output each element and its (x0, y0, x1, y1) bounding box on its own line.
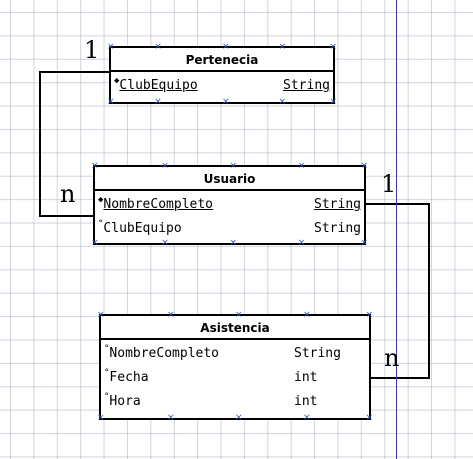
cardinality-label-pertenecia: 1 (84, 36, 100, 64)
attribute-name: NombreCompleto (109, 346, 219, 361)
attribute-row[interactable]: °Fecha int (104, 366, 366, 390)
attribute-type: String (314, 221, 361, 236)
entity-asistencia[interactable]: Asistencia °NombreCompleto String °Fecha… (97, 311, 373, 423)
entity-pertenecia[interactable]: Pertenecia ◆ClubEquipo String ××××× ××××… (107, 43, 337, 107)
page-guide-line (396, 0, 397, 459)
key-marker-icon: ◆ (114, 76, 120, 86)
attribute-name: NombreCompleto (103, 197, 213, 212)
attribute-marker-icon: ° (104, 392, 110, 402)
attribute-marker-icon: ° (98, 219, 104, 229)
attribute-row[interactable]: °Hora int (104, 390, 366, 414)
cardinality-label-usuario-n: n (60, 180, 76, 208)
attribute-name: Hora (109, 394, 141, 409)
attribute-type: String (314, 197, 361, 212)
entity-title: Usuario (95, 167, 364, 191)
attribute-marker-icon: ° (104, 368, 110, 378)
cardinality-label-usuario-1: 1 (381, 170, 397, 198)
relation-line-pertenecia-usuario[interactable] (39, 71, 110, 217)
entity-title: Asistencia (101, 316, 369, 340)
entity-usuario[interactable]: Usuario ◆NombreCompleto String °ClubEqui… (91, 162, 368, 248)
key-marker-icon: ◆ (98, 195, 104, 205)
attribute-row[interactable]: ◆ClubEquipo String (114, 74, 330, 98)
attribute-row[interactable]: °ClubEquipo String (98, 217, 361, 241)
attribute-type: int (294, 394, 318, 409)
attribute-name: Fecha (109, 370, 149, 385)
entity-title: Pertenecia (111, 48, 333, 72)
attribute-marker-icon: ° (104, 344, 110, 354)
attribute-type: String (294, 346, 341, 361)
cardinality-label-asistencia-n: n (384, 344, 400, 372)
attribute-row[interactable]: °NombreCompleto String (104, 342, 366, 366)
attribute-name: ClubEquipo (119, 78, 198, 93)
attribute-row[interactable]: ◆NombreCompleto String (98, 193, 361, 217)
attribute-name: ClubEquipo (103, 221, 182, 236)
attribute-type: int (294, 370, 318, 385)
relation-line-usuario-asistencia[interactable] (366, 203, 430, 379)
attribute-type: String (283, 78, 330, 93)
